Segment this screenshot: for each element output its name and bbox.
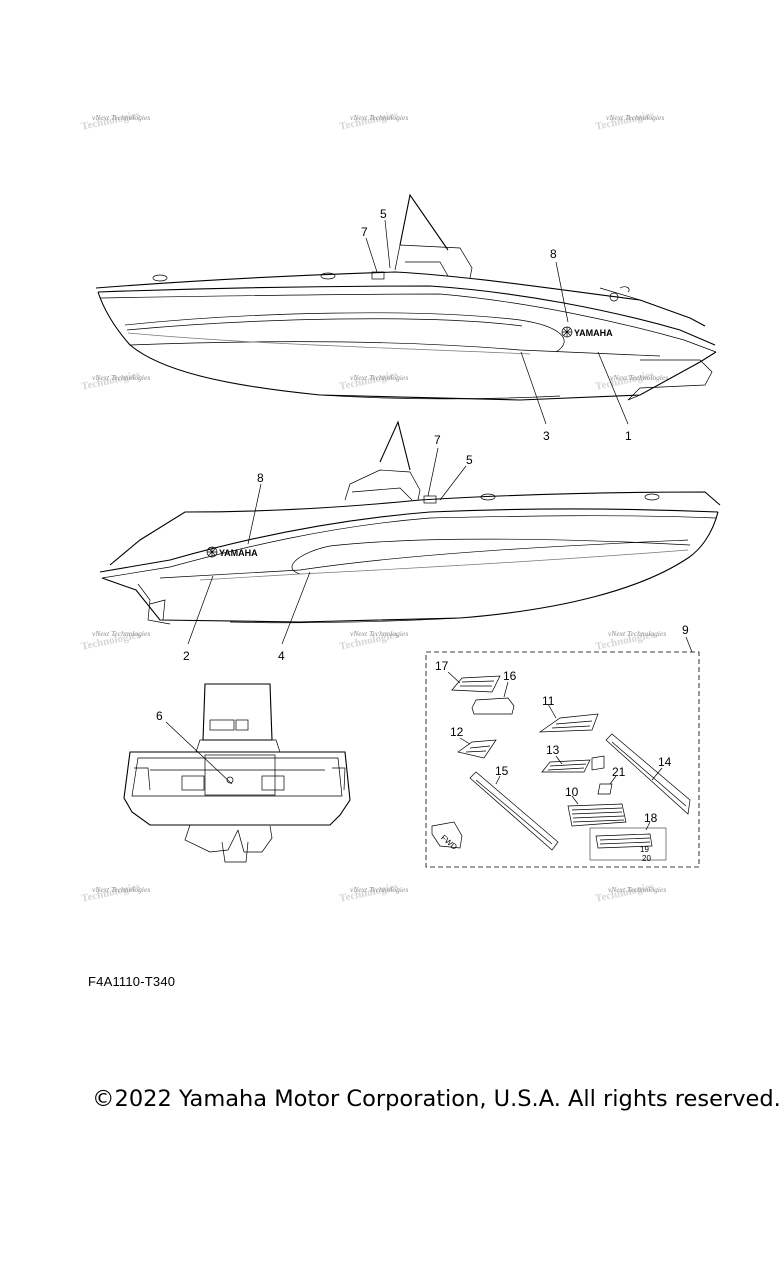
watermarks: Technologies vNext Technologies Technolo…: [80, 109, 668, 905]
callout-2: 2: [183, 649, 190, 663]
callout-7: 7: [434, 433, 441, 447]
watermark: Technologies vNext Technologies: [594, 881, 666, 905]
fwd-arrow-icon: FWD: [431, 821, 463, 852]
svg-text:vNext Technologies: vNext Technologies: [350, 373, 408, 382]
svg-text:vNext Technologies: vNext Technologies: [608, 629, 666, 638]
copyright-notice: ©2022 Yamaha Motor Corporation, U.S.A. A…: [92, 1086, 781, 1112]
boat-side-view-starboard: YAMAHA 7 5 8 3 1: [95, 193, 717, 443]
callout-8: 8: [257, 471, 264, 485]
watermark: Technologies vNext Technologies: [594, 629, 666, 653]
watermark: Technologies vNext Technologies: [80, 369, 150, 393]
svg-text:vNext Technologies: vNext Technologies: [350, 629, 408, 638]
callout-20: 20: [642, 854, 651, 863]
svg-text:vNext Technologies: vNext Technologies: [350, 113, 408, 122]
watermark: Technologies vNext Technologies: [338, 881, 408, 905]
callout-5: 5: [380, 207, 387, 221]
callout-19: 19: [640, 845, 649, 854]
callout-13: 13: [546, 743, 560, 757]
callout-8: 8: [550, 247, 557, 261]
yamaha-logo-icon: YAMAHA: [561, 326, 613, 338]
callout-17: 17: [435, 659, 449, 673]
watermark: Technologies vNext Technologies: [594, 369, 668, 393]
yamaha-logo-icon: YAMAHA: [206, 546, 258, 558]
callout-21: 21: [612, 765, 626, 779]
callout-3: 3: [543, 429, 550, 443]
diagram-code: F4A1110-T340: [88, 974, 176, 989]
callout-12: 12: [450, 725, 464, 739]
watermark: Technologies vNext Technologies: [594, 109, 664, 133]
svg-text:vNext Technologies: vNext Technologies: [606, 113, 664, 122]
callout-18: 18: [644, 811, 658, 825]
watermark: Technologies vNext Technologies: [338, 109, 408, 133]
watermark: Technologies vNext Technologies: [80, 629, 150, 653]
callout-10: 10: [565, 785, 579, 799]
watermark: Technologies vNext Technologies: [80, 881, 150, 905]
watermark: Technologies vNext Technologies: [338, 629, 408, 653]
watermark: Technologies vNext Technologies: [338, 369, 408, 393]
svg-text:FWD: FWD: [439, 833, 459, 852]
svg-text:vNext Technologies: vNext Technologies: [350, 885, 408, 894]
svg-text:YAMAHA: YAMAHA: [574, 328, 613, 338]
callout-5: 5: [466, 453, 473, 467]
svg-text:vNext Technologies: vNext Technologies: [92, 885, 150, 894]
callout-4: 4: [278, 649, 285, 663]
svg-text:vNext Technologies: vNext Technologies: [92, 113, 150, 122]
svg-text:vNext Technologies: vNext Technologies: [608, 885, 666, 894]
svg-text:vNext Technologies: vNext Technologies: [610, 373, 668, 382]
deck-mat-kit: 9 17 16 11 12 13 21 14: [425, 623, 700, 868]
boat-side-view-port: YAMAHA 8 7 5 2 4: [99, 420, 721, 663]
boat-stern-view: 6: [123, 683, 351, 863]
callout-1: 1: [625, 429, 632, 443]
callout-15: 15: [495, 764, 509, 778]
callout-11: 11: [542, 694, 555, 708]
svg-text:YAMAHA: YAMAHA: [219, 548, 258, 558]
callout-16: 16: [503, 669, 517, 683]
callout-7: 7: [361, 225, 368, 239]
watermark: Technologies vNext Technologies: [80, 109, 150, 133]
callout-14: 14: [658, 755, 672, 769]
callout-9: 9: [682, 623, 689, 637]
svg-text:vNext Technologies: vNext Technologies: [92, 373, 150, 382]
svg-text:vNext Technologies: vNext Technologies: [92, 629, 150, 638]
callout-6: 6: [156, 709, 163, 723]
